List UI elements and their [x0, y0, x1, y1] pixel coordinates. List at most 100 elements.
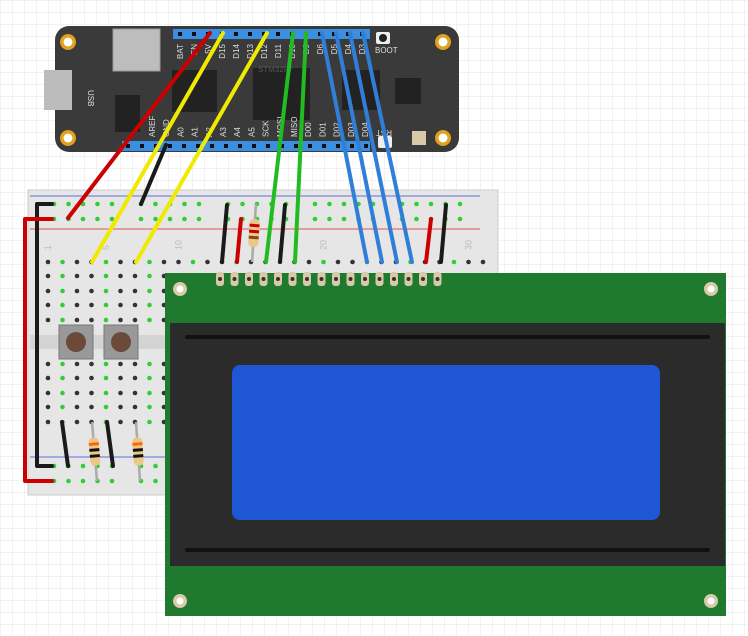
pin-label: D11: [274, 43, 283, 58]
wire-black: [35, 202, 54, 468]
breadboard-hole: [335, 259, 341, 265]
breadboard-hole: [89, 361, 94, 367]
pin-hole: [276, 32, 280, 36]
wire-black: [439, 203, 448, 264]
resistor-band: [132, 448, 143, 452]
lcd-pin-hole: [421, 277, 425, 281]
pin-hole: [168, 144, 172, 148]
pin-label: A1: [191, 127, 200, 137]
resistor: [248, 203, 260, 263]
pin-hole: [252, 144, 256, 148]
pin-hole: [350, 144, 354, 148]
breadboard-hole: [45, 273, 51, 279]
rail-hole: [341, 216, 347, 222]
lcd-pin-hole: [348, 277, 353, 281]
lcd-display[interactable]: [165, 272, 726, 616]
column-number: 10: [174, 240, 184, 250]
breadboard-hole: [132, 273, 138, 279]
pin-hole: [210, 144, 214, 148]
pin-label: D3: [358, 43, 367, 54]
pin-label: BAT: [176, 44, 185, 59]
breadboard-hole: [60, 302, 65, 308]
pin-label: A3: [219, 127, 228, 137]
lcd-pin-hole: [406, 277, 411, 281]
breadboard-hole: [45, 404, 51, 410]
rail-hole: [80, 463, 86, 469]
lcd-pin-hole: [377, 277, 382, 281]
breadboard-hole: [190, 259, 196, 265]
lcd-pin-hole: [247, 277, 251, 281]
pin-hole: [318, 32, 322, 36]
rail-hole: [109, 216, 115, 222]
rail-hole: [80, 478, 86, 484]
breadboard-hole: [89, 375, 94, 381]
pin-hole: [238, 144, 242, 148]
push-button[interactable]: [58, 324, 94, 360]
breadboard-hole: [89, 302, 94, 308]
wires: [23, 31, 448, 483]
wire-blue: [361, 31, 414, 264]
lcd-screen: [232, 365, 660, 520]
mcu-label: STM32F7: [258, 65, 294, 74]
rail-hole: [182, 201, 187, 207]
pin-hole: [346, 32, 350, 36]
pin-label: D4: [344, 43, 353, 54]
pin-label: MISO: [290, 117, 299, 137]
breadboard-hole: [132, 317, 138, 323]
resistor-band: [89, 448, 100, 452]
wire-blue: [348, 31, 399, 264]
breadboard-hole: [60, 375, 65, 381]
wire-yellow: [90, 31, 225, 264]
pin-hole: [196, 144, 200, 148]
breadboard-hole: [132, 302, 138, 308]
pin-hole: [266, 144, 270, 148]
breadboard-hole: [60, 390, 65, 396]
bottom-header: [122, 141, 370, 151]
push-button[interactable]: [103, 324, 139, 360]
breadboard-hole: [118, 302, 123, 308]
rail-hole: [327, 216, 332, 222]
rail-hole: [153, 463, 158, 469]
led: [412, 131, 426, 145]
wire-black: [60, 420, 70, 468]
rail-hole: [312, 201, 318, 207]
lcd-pin-hole: [276, 277, 280, 281]
rail-hole: [240, 201, 245, 207]
lcd-pin-hole: [232, 277, 237, 281]
breadboard-hole: [45, 390, 51, 396]
breadboard-hole: [45, 317, 51, 323]
rail-hole: [182, 216, 187, 222]
wire-yellow: [134, 31, 269, 264]
breadboard-hole: [118, 317, 123, 323]
pin-label: A4: [233, 127, 242, 137]
breadboard-hole: [60, 317, 65, 323]
breadboard-hole: [74, 419, 80, 425]
pin-hole: [364, 144, 368, 148]
wire-black: [139, 143, 168, 206]
boot-label: BOOT: [375, 46, 398, 55]
pin-label: D5: [330, 43, 339, 54]
top-header: [173, 29, 370, 39]
lcd-pin-hole: [363, 277, 367, 281]
chip: [395, 78, 421, 104]
resistor-band: [133, 454, 144, 458]
rail-hole: [95, 201, 100, 207]
pin-hole: [332, 32, 336, 36]
usb-label: USB: [86, 90, 95, 106]
rail-hole: [80, 216, 86, 222]
breadboard-hole: [103, 404, 109, 410]
usb-port[interactable]: [44, 70, 72, 110]
breadboard-hole: [147, 419, 152, 425]
breadboard-hole: [89, 288, 94, 294]
breadboard-hole: [103, 288, 109, 294]
rail-hole: [153, 201, 158, 207]
breadboard-hole: [74, 273, 80, 279]
breadboard-hole: [103, 361, 109, 367]
regulator-chip: [115, 95, 140, 132]
column-number: 20: [319, 240, 329, 250]
breadboard-hole: [45, 375, 51, 381]
resistor-band: [88, 442, 99, 446]
rail-hole: [327, 201, 332, 207]
